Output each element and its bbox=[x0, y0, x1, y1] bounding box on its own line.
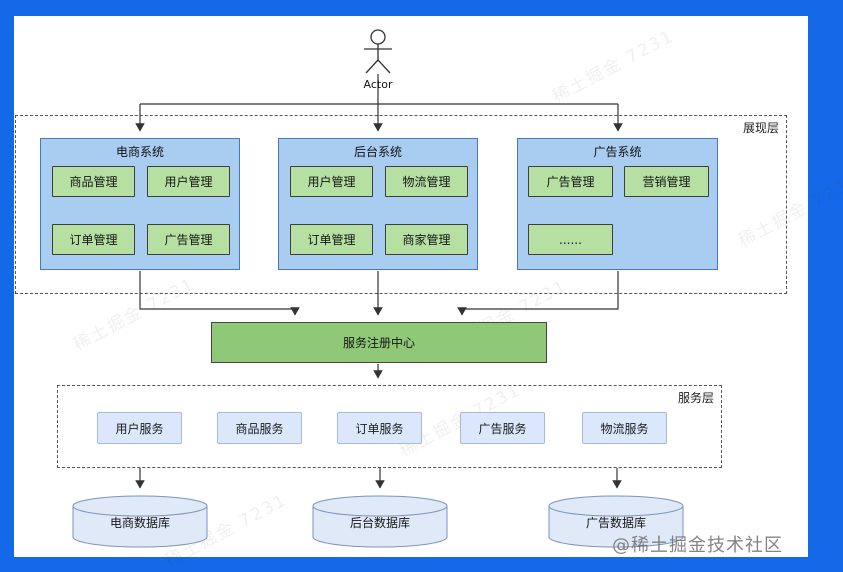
service-layer-label: 服务层 bbox=[677, 391, 714, 405]
module-node: ...... bbox=[528, 224, 613, 255]
module-node: 订单管理 bbox=[52, 224, 135, 255]
system-title: 后台系统 bbox=[353, 145, 402, 159]
service-node: 广告服务 bbox=[460, 412, 545, 444]
system-box-advertising: 广告系统 广告管理 营销管理 ...... bbox=[517, 138, 718, 270]
module-node: 订单管理 bbox=[290, 224, 373, 255]
module-node: 广告管理 bbox=[528, 166, 613, 197]
presentation-layer-label: 展现层 bbox=[742, 121, 779, 135]
database-label: 后台数据库 bbox=[349, 516, 410, 530]
presentation-layer-box: 展现层 bbox=[15, 115, 787, 294]
module-node: 商家管理 bbox=[385, 224, 468, 255]
service-layer-box: 服务层 bbox=[57, 385, 722, 468]
system-box-backend: 后台系统 用户管理 物流管理 订单管理 商家管理 bbox=[278, 138, 478, 270]
system-title: 电商系统 bbox=[115, 145, 164, 159]
service-node: 用户服务 bbox=[97, 412, 182, 444]
system-title: 广告系统 bbox=[593, 145, 642, 159]
module-node: 用户管理 bbox=[290, 166, 373, 197]
service-node: 物流服务 bbox=[582, 412, 667, 444]
system-box-ecommerce: 电商系统 商品管理 用户管理 订单管理 广告管理 bbox=[40, 138, 240, 270]
database-label: 电商数据库 bbox=[109, 516, 170, 530]
database-label: 广告数据库 bbox=[585, 516, 646, 530]
service-node: 商品服务 bbox=[217, 412, 302, 444]
module-node: 广告管理 bbox=[147, 224, 230, 255]
module-node: 商品管理 bbox=[52, 166, 135, 197]
community-watermark: @稀土掘金技术社区 bbox=[612, 535, 783, 556]
module-node: 营销管理 bbox=[624, 166, 709, 197]
module-node: 物流管理 bbox=[385, 166, 468, 197]
service-registry-node: 服务注册中心 bbox=[211, 322, 547, 363]
service-node: 订单服务 bbox=[337, 412, 422, 444]
module-node: 用户管理 bbox=[147, 166, 230, 197]
